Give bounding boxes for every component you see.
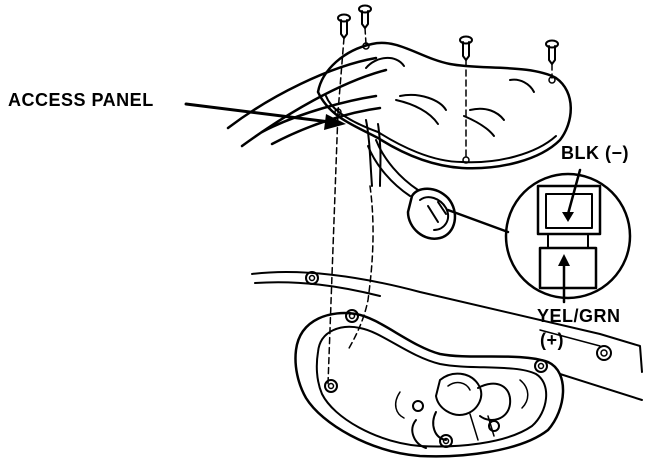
floor-bolt-right xyxy=(596,345,612,361)
access-panel-label: ACCESS PANEL xyxy=(8,90,154,110)
connector-housing-top xyxy=(536,184,602,236)
yel-grn-label: YEL/GRN xyxy=(537,306,621,326)
connector-plug xyxy=(406,187,510,240)
mounting-screws xyxy=(337,4,559,65)
floor-panel xyxy=(251,271,643,401)
blk-negative-label: BLK (−) xyxy=(561,143,629,163)
fuel-pump-unit xyxy=(394,372,529,449)
screw-4 xyxy=(545,39,559,65)
connector-detail-circle xyxy=(504,168,632,304)
floor-opening xyxy=(294,309,565,458)
detail-leader-line xyxy=(446,208,510,234)
floor-bolt-left xyxy=(305,271,319,285)
opening-bolt-top xyxy=(345,309,359,323)
blk-arrow xyxy=(566,168,582,216)
screw-3 xyxy=(459,35,473,61)
yel-grn-arrowhead xyxy=(558,254,570,266)
blk-arrowhead xyxy=(562,212,574,222)
cover-hole-3 xyxy=(462,156,470,164)
positive-label: (+) xyxy=(540,330,564,350)
screw-2 xyxy=(358,4,372,29)
access-panel-cover xyxy=(316,41,572,170)
opening-bolt-left xyxy=(324,379,338,393)
opening-bolt-bottom xyxy=(439,434,453,448)
opening-bolt-right xyxy=(534,359,548,373)
connector-housing-bottom xyxy=(538,246,598,290)
screw-1 xyxy=(337,13,351,39)
alignment-lines xyxy=(327,27,553,385)
access-panel-arrow xyxy=(184,102,346,130)
